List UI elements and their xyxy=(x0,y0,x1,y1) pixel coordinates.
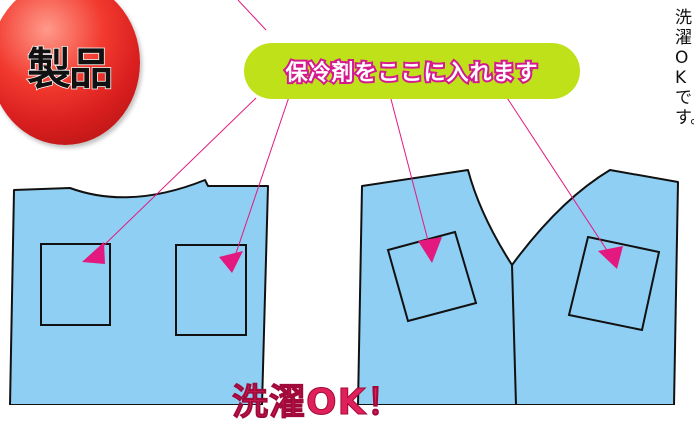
pointer-line-4 xyxy=(497,83,613,259)
washable-label: 洗濯OK！ xyxy=(232,382,404,424)
vest-front-panel xyxy=(357,169,679,405)
decor-line xyxy=(237,0,267,31)
vest-front-center-seam xyxy=(511,264,517,405)
product-badge xyxy=(0,0,140,145)
pointer-line-1 xyxy=(96,97,257,253)
vest-drawing xyxy=(9,0,679,405)
arrow-head-2 xyxy=(219,251,243,273)
arrow-head-1 xyxy=(82,242,105,264)
pocket-front-right xyxy=(567,235,661,332)
side-vertical-text: 洗濯OKです。 xyxy=(675,8,694,128)
pointer-line-3 xyxy=(385,79,432,253)
ice-pack-callout-label: 保冷剤をここに入れます xyxy=(283,59,539,88)
arrow-head-4 xyxy=(598,246,623,269)
product-badge-label: 製品 xyxy=(26,43,114,96)
pointer-line-2 xyxy=(232,93,291,263)
pocket-front-left xyxy=(386,230,478,323)
ice-pack-callout: 保冷剤をここに入れます xyxy=(244,43,580,99)
arrow-head-3 xyxy=(418,237,442,263)
